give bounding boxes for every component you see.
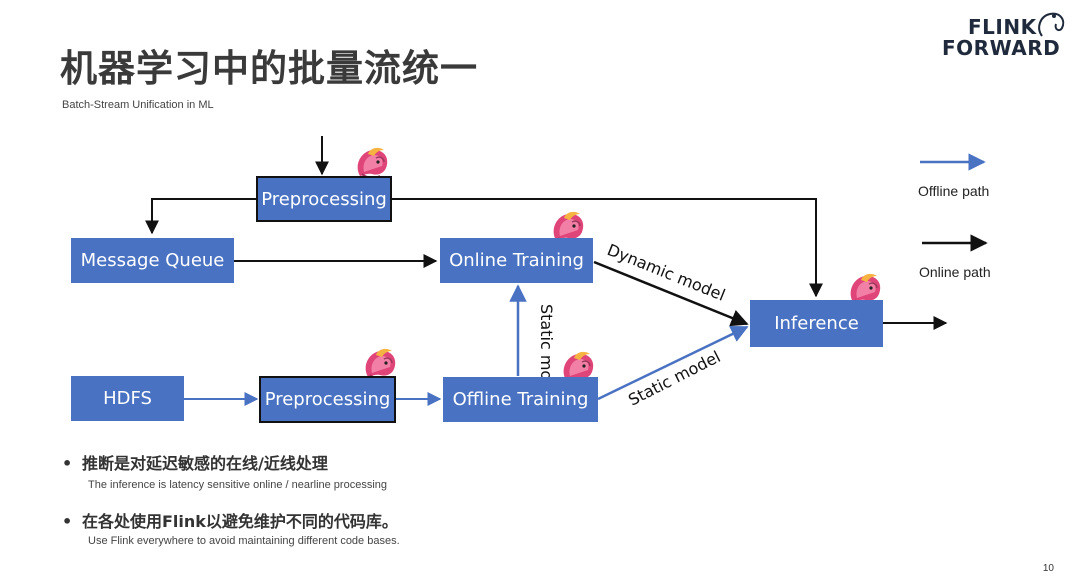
logo-line-2: FORWARD — [942, 36, 1061, 60]
edge-preprocessing-to-queue — [145, 198, 256, 235]
hdfs-node: HDFS — [71, 376, 184, 421]
legend-online-label: Online path — [919, 264, 991, 280]
bullet-dot: • — [62, 454, 73, 473]
flink-squirrel-icon — [356, 146, 389, 179]
bullet-text: 推断是对延迟敏感的在线/近线处理 — [82, 454, 328, 473]
logo-line-1: FLINK — [968, 15, 1037, 39]
edge-label-dynamic-model: Dynamic model — [605, 240, 728, 305]
bullet-dot: • — [62, 512, 73, 531]
offline-training-node: Offline Training — [443, 377, 598, 422]
flink-forward-logo: FLINK FORWARD — [938, 12, 1068, 64]
preprocessing-node-bottom: Preprocessing — [259, 376, 396, 423]
legend-offline-label: Offline path — [918, 183, 990, 199]
online-training-node: Online Training — [440, 238, 593, 283]
bullet-subtext: Use Flink everywhere to avoid maintainin… — [88, 535, 400, 547]
preprocessing-node-top: Preprocessing — [256, 176, 392, 222]
bullet-text: 在各处使用Flink以避免维护不同的代码库。 — [82, 512, 398, 531]
edge-preprocessing-to-inference — [391, 198, 823, 298]
bullet-subtext: The inference is latency sensitive onlin… — [88, 479, 387, 491]
bullet-item: • 在各处使用Flink以避免维护不同的代码库。 — [62, 508, 398, 532]
bullet-item: • 推断是对延迟敏感的在线/近线处理 — [62, 450, 328, 474]
edge-online-training-to-inference — [593, 260, 749, 327]
page-title: 机器学习中的批量流统一 — [60, 47, 478, 90]
page-subtitle: Batch-Stream Unification in ML — [62, 99, 214, 111]
squirrel-outline-icon — [1038, 12, 1065, 37]
edge-offline-training-to-inference — [597, 325, 749, 401]
flink-squirrel-icon — [364, 347, 397, 380]
inference-node: Inference — [750, 300, 883, 347]
message-queue-node: Message Queue — [71, 238, 234, 283]
page-number: 10 — [1042, 563, 1054, 574]
